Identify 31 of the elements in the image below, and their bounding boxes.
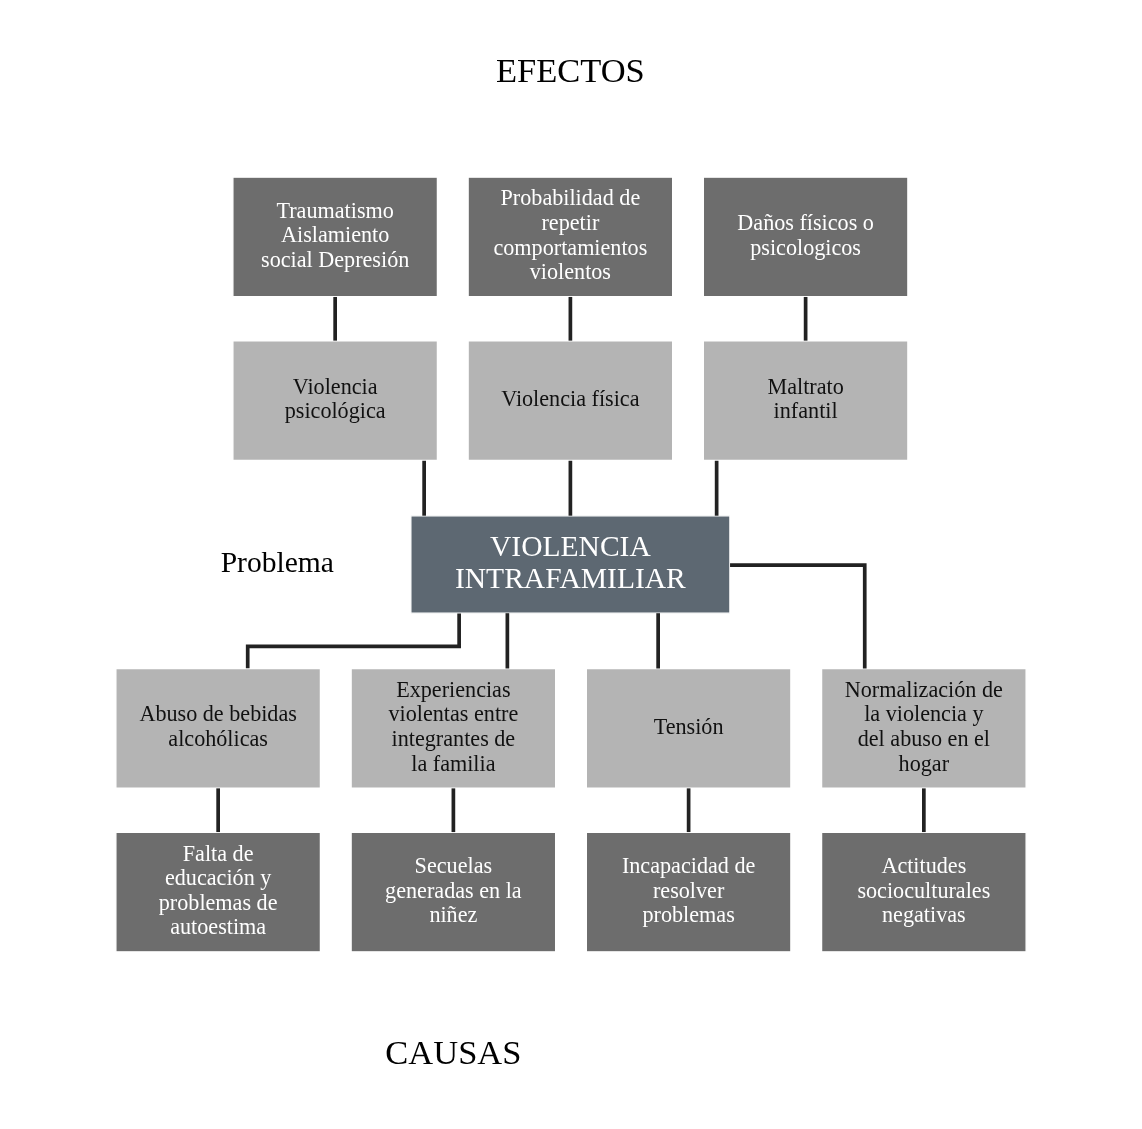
connector (422, 460, 426, 516)
node-box: Traumatismo Aislamiento social Depresión (232, 176, 438, 298)
connector (922, 788, 926, 833)
node-box: Incapacidad de resolver problemas (585, 831, 792, 953)
node-box: Secuelas generadas en la niñez (350, 831, 557, 953)
node-box: Daños físicos o psicologicos (702, 176, 909, 298)
connector (568, 460, 573, 516)
connector (686, 788, 691, 833)
node-box: Tensión (585, 667, 792, 789)
connector (730, 563, 867, 669)
node-box: Violencia psicológica (232, 340, 438, 462)
node-box: Probabilidad de repetir comportamientos violentos (467, 176, 674, 298)
label: Problema (220, 546, 334, 579)
connector (333, 296, 337, 341)
connector (803, 296, 808, 341)
node-box: Normalización de la violencia y del abuso en el hogar (821, 667, 1027, 789)
node-box: Experiencias violentas entre integrantes de la familia (350, 667, 557, 789)
node-box: Falta de educación y problemas de autoestima (115, 831, 321, 953)
node-box: Abuso de bebidas alcohólicas (115, 667, 321, 789)
connector (451, 788, 456, 833)
label: EFECTOS (496, 50, 645, 89)
connector (714, 460, 719, 516)
connector (505, 613, 510, 669)
node-box: Violencia física (467, 340, 674, 462)
connector (216, 788, 220, 833)
node-box: Actitudes socioculturales negativas (821, 831, 1027, 953)
label: CAUSAS (385, 1033, 522, 1072)
node-box: Maltrato infantil (702, 340, 909, 462)
node-box: VIOLENCIA INTRAFAMILIAR (410, 515, 731, 614)
connector (656, 613, 660, 669)
connector (568, 296, 573, 341)
